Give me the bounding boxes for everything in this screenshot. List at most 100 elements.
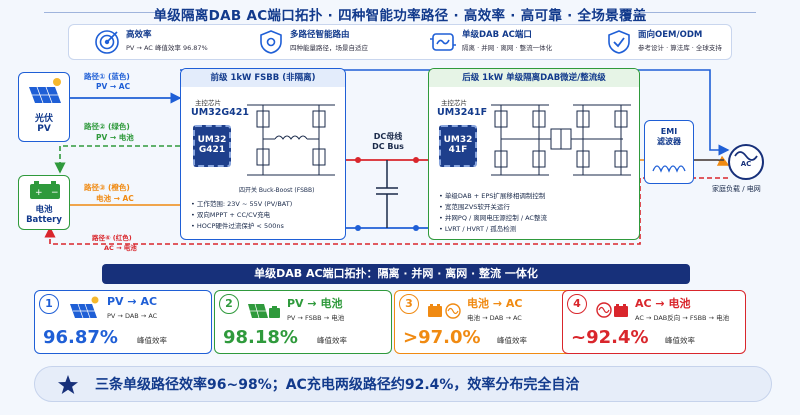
svg-text:−: − bbox=[51, 188, 59, 198]
topology-banner: 单级DAB AC端口拓扑：隔离 · 并网 · 离网 · 整流 一体化 bbox=[102, 264, 690, 284]
solar-panel-icon bbox=[29, 78, 61, 104]
path-number-badge: 2 bbox=[219, 294, 239, 314]
bullet: • 双向MPPT + CC/CV充电 bbox=[191, 211, 271, 219]
efficiency-label: 峰值效率 bbox=[317, 336, 347, 345]
feature-title: 高效率 bbox=[126, 30, 152, 40]
fsbb-label: 四开关 Buck-Boost (FSBB) bbox=[239, 187, 315, 194]
ac-symbol-text: AC bbox=[740, 160, 752, 168]
efficiency-value: 96.87% bbox=[43, 327, 118, 348]
feature-title: 多路径智能路由 bbox=[290, 30, 350, 40]
efficiency-label: 峰值效率 bbox=[497, 336, 527, 345]
efficiency-title: 电池 → AC bbox=[467, 297, 523, 310]
efficiency-card-3: 3 电池 → AC 电池 → DAB → AC >97.0% 峰值效率 bbox=[394, 290, 572, 354]
pv-label-cn: 光伏 bbox=[34, 114, 53, 124]
chip-text: UM32 bbox=[197, 135, 227, 145]
page-title: 单级隔离DAB AC端口拓扑 · 四种智能功率路径 · 高效率 · 高可靠 · … bbox=[153, 8, 647, 24]
path-number-badge: 3 bbox=[399, 294, 419, 314]
rear-chip-name: UM3241F bbox=[437, 107, 488, 118]
bullet: • LVRT / HVRT / 孤岛检测 bbox=[439, 225, 517, 233]
path-number-badge: 4 bbox=[567, 294, 587, 314]
efficiency-path: AC → DAB反向 → FSBB → 电池 bbox=[635, 314, 730, 322]
front-chip-name: UM32G421 bbox=[191, 107, 250, 118]
front-stage-panel: 前级 1kW FSBB (非隔离) 主控芯片 UM32G421 UM32 G42… bbox=[180, 68, 346, 240]
feature-oem: 面向OEM/ODM 参考设计 · 算法库 · 全球支持 bbox=[606, 27, 766, 57]
title-rule-right bbox=[636, 12, 756, 13]
solar-panel-icon bbox=[70, 296, 99, 319]
front-chip-label: 主控芯片 bbox=[195, 99, 221, 107]
check-shield-icon bbox=[608, 30, 630, 54]
feature-sub: 隔离 · 并网 · 离网 · 整流一体化 bbox=[462, 44, 553, 52]
path-sub: PV → 电池 bbox=[96, 133, 134, 142]
bullet: • HOCP硬件过流保护 < 500ns bbox=[191, 222, 284, 230]
chip-text: 41F bbox=[448, 145, 468, 155]
feature-sub: 四种能量路径，场景自适应 bbox=[290, 44, 368, 52]
efficiency-label: 峰值效率 bbox=[137, 336, 167, 345]
dab-icon bbox=[430, 33, 456, 51]
ac-battery-icon bbox=[596, 302, 628, 318]
feature-sub: PV → AC 峰值效率 96.87% bbox=[126, 44, 208, 52]
battery-icon: + − bbox=[30, 181, 60, 199]
rear-chip-label: 主控芯片 bbox=[441, 99, 467, 107]
ac-load-label: 家庭负载 / 电网 bbox=[712, 185, 761, 193]
battery-label-cn: 电池 bbox=[35, 205, 53, 215]
path-title: 路径② (绿色) bbox=[84, 122, 130, 131]
efficiency-title: PV → AC bbox=[107, 295, 158, 308]
summary-text: 三条单级路径效率96~98%；AC充电两级路径约92.4%，效率分布完全自洽 bbox=[95, 377, 580, 393]
efficiency-value: >97.0% bbox=[403, 327, 481, 348]
bus-node bbox=[413, 225, 419, 231]
pv-label-en: PV bbox=[37, 124, 51, 134]
path-label-4: 路径④ (红色) AC → 电池 bbox=[92, 232, 137, 252]
efficiency-value: ~92.4% bbox=[571, 327, 649, 348]
efficiency-title: AC → 电池 bbox=[635, 297, 691, 310]
efficiency-path: 电池 → DAB → AC bbox=[467, 314, 522, 322]
battery-source-card: + − 电池 Battery bbox=[18, 175, 70, 230]
feature-efficiency: 高效率 PV → AC 峰值效率 96.87% bbox=[94, 27, 254, 57]
path-sub: PV → AC bbox=[96, 82, 131, 91]
efficiency-card-4: 4 AC → 电池 AC → DAB反向 → FSBB → 电池 ~92.4% … bbox=[562, 290, 746, 354]
rear-chip: UM32 41F bbox=[439, 125, 477, 167]
shield-icon bbox=[260, 30, 282, 54]
dc-bus-label: DC母线 DC Bus bbox=[372, 132, 404, 151]
path-title: 路径① (蓝色) bbox=[84, 72, 130, 81]
rear-bullets: • 单级DAB + EPS扩展移相调制控制 • 宽范围ZVS软开关运行 • 并网… bbox=[439, 191, 547, 235]
path-number-badge: 1 bbox=[39, 294, 59, 314]
chip-text: G421 bbox=[198, 145, 226, 155]
star-icon bbox=[58, 375, 78, 394]
emi-filter: EMI 滤波器 bbox=[644, 120, 694, 184]
fsbb-circuit bbox=[247, 104, 335, 176]
svg-text:+: + bbox=[35, 188, 43, 198]
feature-title: 面向OEM/ODM bbox=[638, 30, 703, 40]
path-label-3: 路径③ (橙色) 电池 → AC bbox=[84, 182, 134, 204]
summary-footer: 三条单级路径效率96~98%；AC充电两级路径约92.4%，效率分布完全自洽 bbox=[34, 366, 772, 402]
inductor-icon bbox=[652, 165, 686, 173]
front-bullets: • 工作范围: 23V ~ 55V (PV/BAT) • 双向MPPT + CC… bbox=[191, 199, 292, 232]
path-title: 路径③ (橙色) bbox=[84, 183, 130, 192]
pv-source-card: 光伏 PV bbox=[18, 72, 70, 142]
title-rule-left bbox=[44, 12, 164, 13]
path-label-2: 路径② (绿色) PV → 电池 bbox=[84, 121, 134, 143]
feature-sub: 参考设计 · 算法库 · 全球支持 bbox=[638, 44, 722, 52]
path-label-1: 路径① (蓝色) PV → AC bbox=[84, 71, 130, 91]
rear-stage-header: 后级 1kW 单级隔离DAB微逆/整流级 bbox=[429, 69, 639, 87]
ac-sine bbox=[734, 151, 758, 161]
efficiency-label: 峰值效率 bbox=[665, 336, 695, 345]
bus-node bbox=[413, 157, 419, 163]
efficiency-card-2: 2 PV → 电池 PV → FSBB → 电池 98.18% 峰值效率 bbox=[214, 290, 392, 354]
efficiency-path: PV → FSBB → 电池 bbox=[287, 314, 345, 322]
bus-node bbox=[355, 225, 361, 231]
chip-text: UM32 bbox=[443, 135, 473, 145]
efficiency-title: PV → 电池 bbox=[287, 297, 343, 310]
efficiency-value: 98.18% bbox=[223, 327, 298, 348]
rear-stage-panel: 后级 1kW 单级隔离DAB微逆/整流级 主控芯片 UM3241F UM32 4… bbox=[428, 68, 640, 240]
efficiency-card-1: 1 PV → AC PV → DAB → AC 96.87% 峰值效率 bbox=[34, 290, 212, 354]
bullet: • 并网PQ / 离网电压源控制 / AC整流 bbox=[439, 214, 547, 222]
path-sub: 电池 → AC bbox=[96, 194, 134, 203]
path-green-line bbox=[54, 145, 180, 174]
feature-title: 单级DAB AC端口 bbox=[462, 30, 532, 40]
feature-routing: 多路径智能路由 四种能量路径，场景自适应 bbox=[258, 27, 418, 57]
bullet: • 单级DAB + EPS扩展移相调制控制 bbox=[439, 192, 546, 200]
bus-node bbox=[355, 157, 361, 163]
dc-bus-capacitor bbox=[376, 160, 398, 228]
solar-battery-icon bbox=[248, 303, 280, 319]
battery-ac-icon bbox=[428, 303, 461, 319]
